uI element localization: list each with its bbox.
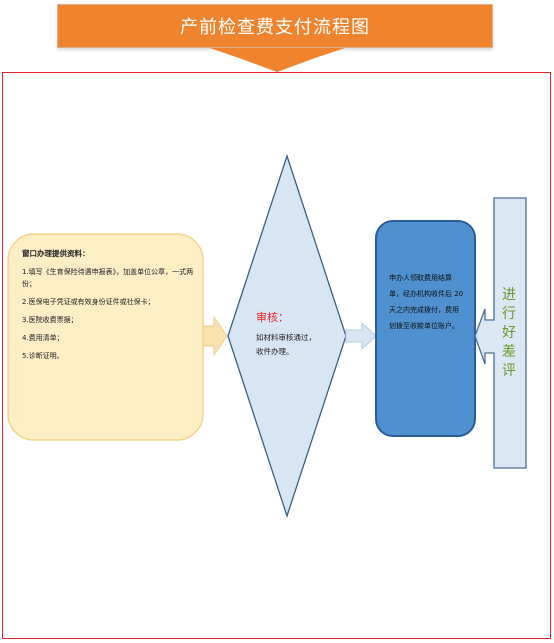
review-text: 如材料审核通过，收件办理。 — [256, 333, 316, 356]
materials-box: 窗口办理提供资料： 1.填写《生育保险待遇申报表》，加盖单位公章，一式两份； 2… — [8, 234, 203, 440]
process-box-shape — [375, 220, 476, 437]
materials-item: 1.填写《生育保险待遇申报表》，加盖单位公章，一式两份； — [22, 268, 194, 288]
materials-item: 3.医院收费票据； — [22, 316, 78, 324]
flow-frame — [2, 72, 551, 639]
process-text: 申办人领取费用结算单，经办机构收件后 20 天之内完成拨付，费用划拨至收款单位账… — [389, 274, 464, 330]
review-diamond-shape — [227, 153, 347, 519]
banner-down-arrow — [210, 48, 345, 72]
arrow-materials-to-review — [202, 315, 228, 357]
materials-item: 5.诊断证明。 — [22, 352, 64, 360]
review-title: 审核： — [256, 311, 289, 324]
evaluation-char: 好 — [502, 325, 516, 341]
evaluation-callout-shape — [474, 197, 527, 469]
arrow-review-to-process — [345, 321, 377, 351]
evaluation-text: 进 行 好 差 评 — [496, 286, 522, 381]
banner-title: 产前检查费支付流程图 — [180, 17, 370, 38]
evaluation-char: 评 — [502, 363, 516, 379]
evaluation-char: 进 — [502, 287, 516, 303]
materials-item: 2.医保电子凭证或有效身份证件或社保卡； — [22, 298, 155, 306]
materials-heading: 窗口办理提供资料： — [22, 249, 90, 258]
materials-item: 4.费用清单； — [22, 334, 64, 342]
evaluation-char: 差 — [502, 344, 516, 360]
evaluation-char: 行 — [502, 306, 516, 322]
title-banner: 产前检查费支付流程图 — [57, 4, 493, 48]
